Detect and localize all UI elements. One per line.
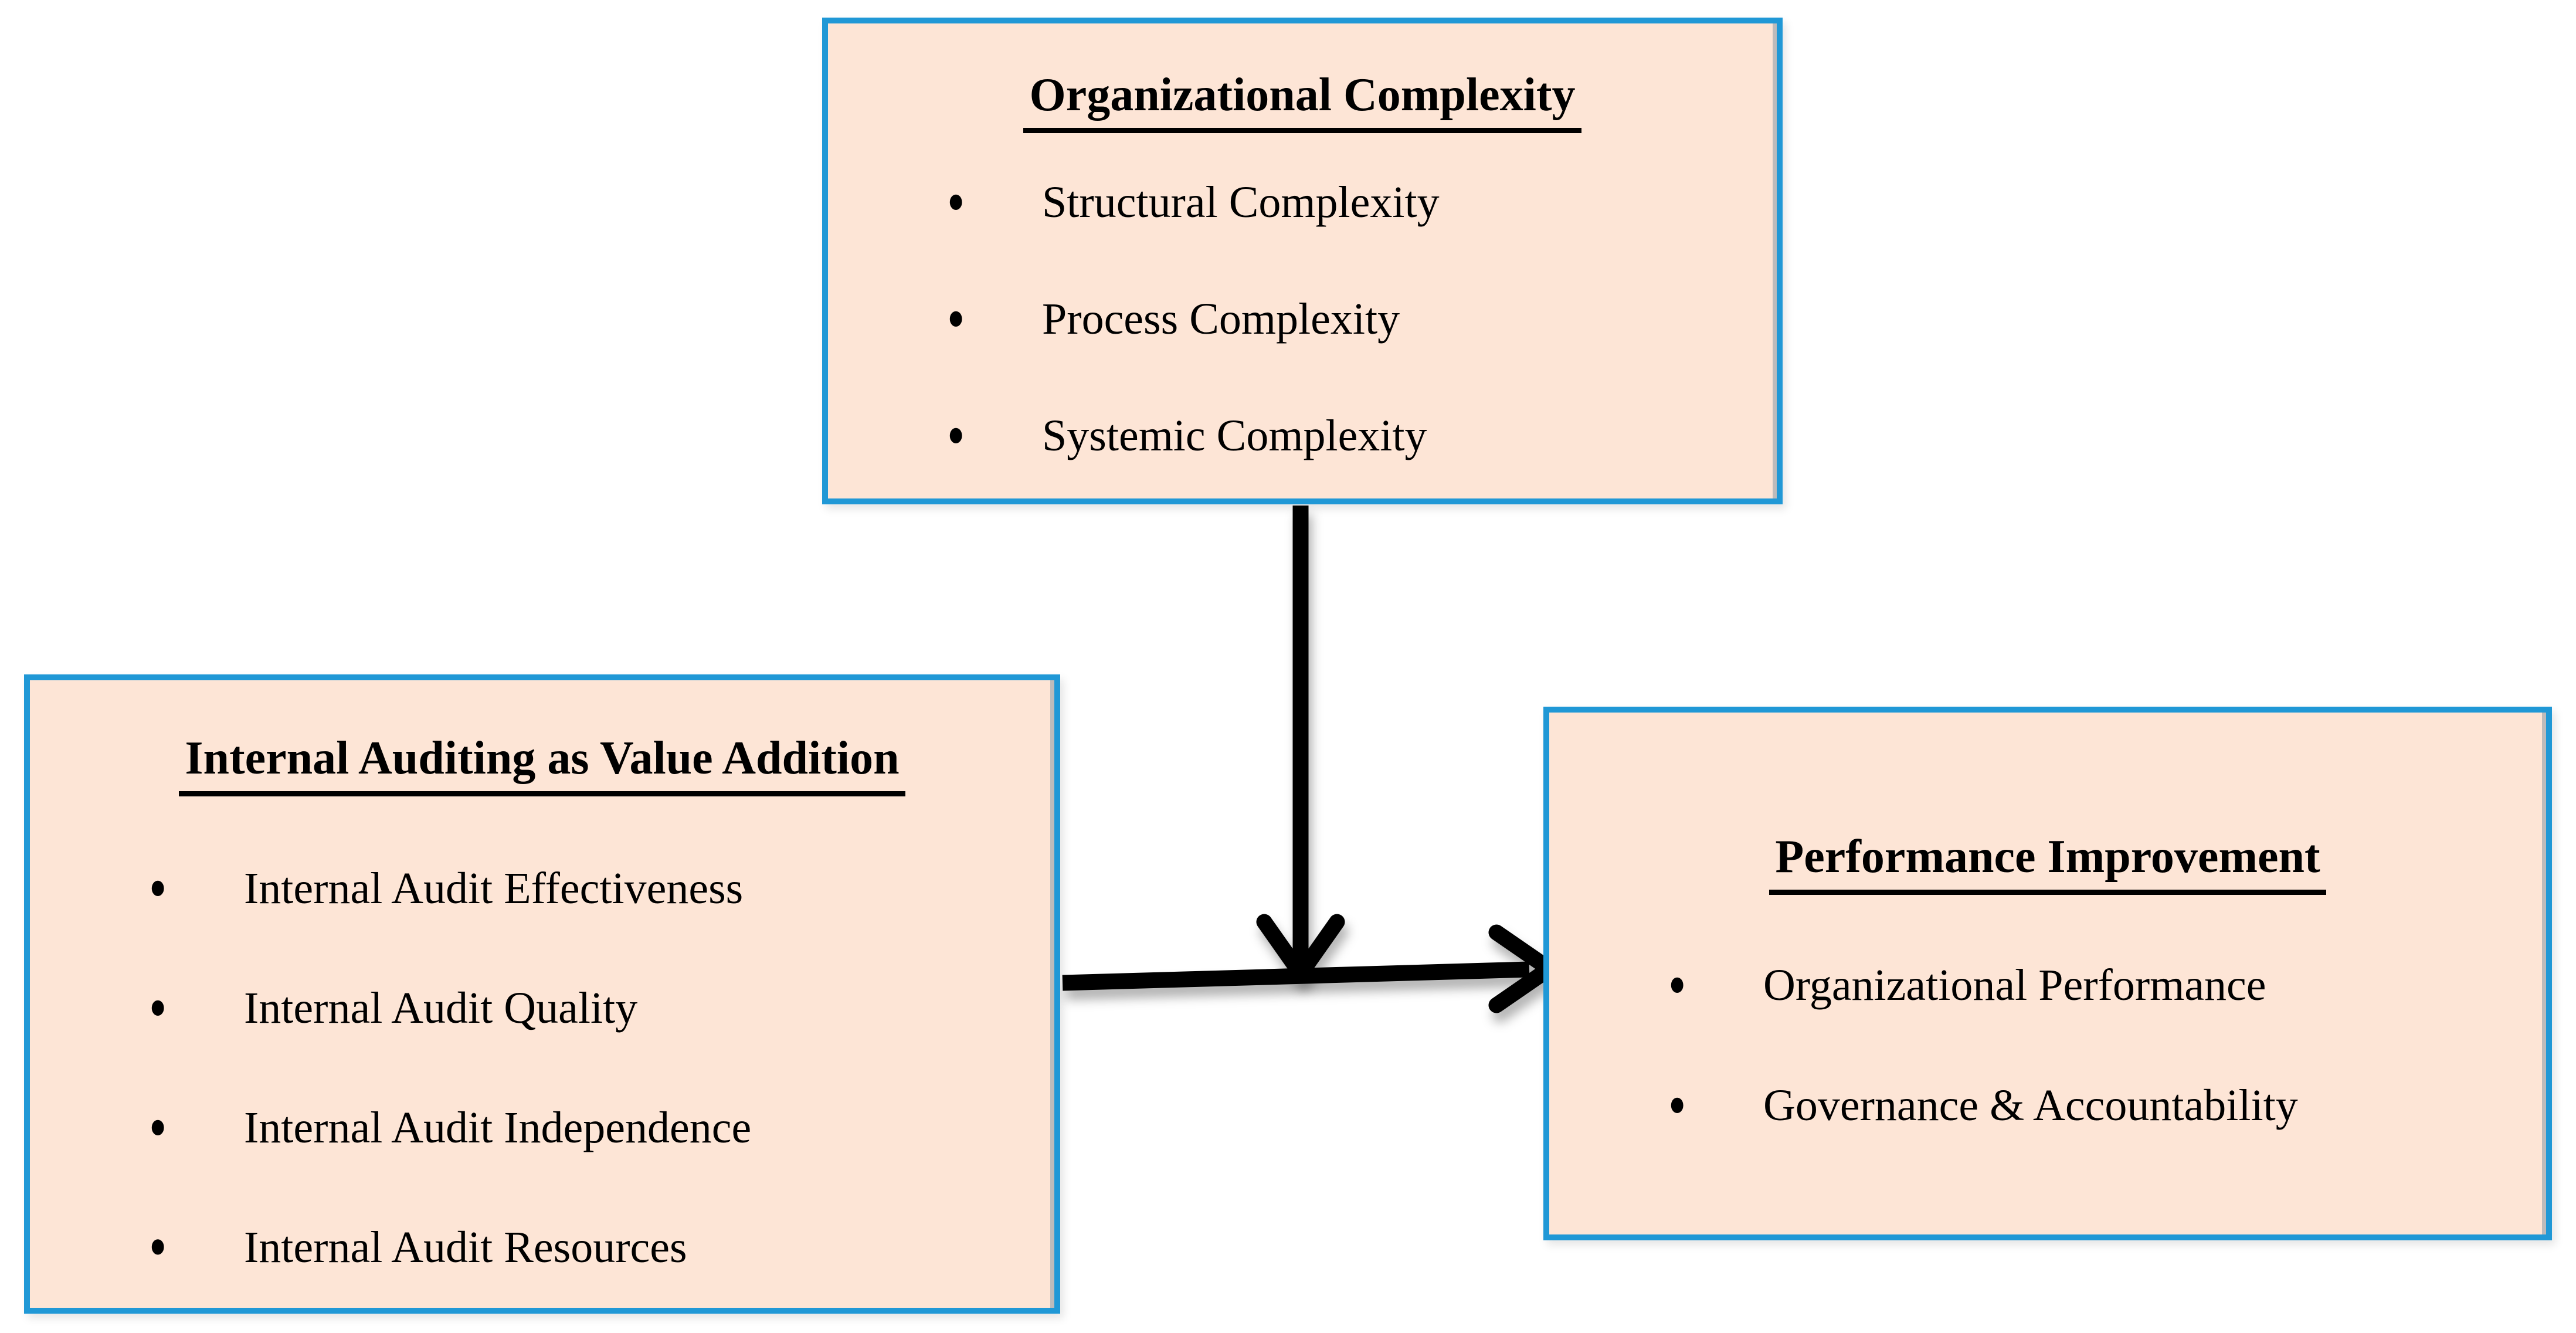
down-arrow: [1256, 506, 1345, 982]
bullet-label: Structural Complexity: [1042, 178, 1440, 227]
bullet-dot-icon: •: [946, 167, 965, 238]
box-title-text: Organizational Complexity: [1023, 67, 1581, 133]
down-arrow-head-icon: [1256, 914, 1345, 982]
box-internal-auditing: Internal Auditing as Value Addition • In…: [24, 674, 1060, 1314]
bullet-item: • Internal Audit Effectiveness: [30, 853, 1054, 924]
bullet-item: • Internal Audit Quality: [30, 972, 1054, 1044]
box-organizational-complexity: Organizational Complexity • Structural C…: [822, 18, 1783, 504]
bullet-item: • Governance & Accountability: [1549, 1070, 2546, 1141]
right-arrow-head-icon: [1488, 924, 1557, 1013]
bullet-dot-icon: •: [148, 853, 167, 924]
bullet-label: Internal Audit Effectiveness: [244, 864, 744, 913]
bullet-label: Internal Audit Independence: [244, 1103, 752, 1152]
bullet-dot-icon: •: [148, 972, 167, 1044]
bullet-label: Governance & Accountability: [1763, 1081, 2298, 1130]
box-performance-improvement: Performance Improvement • Organizational…: [1543, 707, 2552, 1240]
box-title-text: Performance Improvement: [1769, 829, 2326, 895]
bullet-dot-icon: •: [148, 1212, 167, 1283]
box-title: Internal Auditing as Value Addition: [30, 730, 1054, 796]
box-title: Performance Improvement: [1549, 829, 2546, 895]
bullet-dot-icon: •: [148, 1092, 167, 1164]
bullet-dot-icon: •: [1668, 949, 1686, 1021]
bullet-dot-icon: •: [946, 400, 965, 472]
bullet-label: Internal Audit Quality: [244, 983, 638, 1033]
bullet-label: Organizational Performance: [1763, 961, 2266, 1010]
bullet-dot-icon: •: [946, 283, 965, 355]
bullet-item: • Process Complexity: [828, 283, 1777, 355]
bullet-item: • Internal Audit Independence: [30, 1092, 1054, 1164]
bullet-label: Process Complexity: [1042, 294, 1400, 344]
bullet-item: • Organizational Performance: [1549, 949, 2546, 1021]
box-title: Organizational Complexity: [828, 67, 1777, 133]
right-arrow-shaft: [1062, 961, 1530, 991]
bullet-item: • Structural Complexity: [828, 167, 1777, 238]
bullet-dot-icon: •: [1668, 1070, 1686, 1141]
bullet-label: Internal Audit Resources: [244, 1223, 687, 1272]
bullet-label: Systemic Complexity: [1042, 411, 1427, 460]
bullet-list: • Structural Complexity • Process Comple…: [828, 167, 1777, 472]
bullet-list: • Internal Audit Effectiveness • Interna…: [30, 853, 1054, 1283]
bullet-list: • Organizational Performance • Governanc…: [1549, 949, 2546, 1141]
right-arrow: [1062, 924, 1557, 1013]
bullet-item: • Systemic Complexity: [828, 400, 1777, 472]
box-title-text: Internal Auditing as Value Addition: [179, 730, 905, 796]
bullet-item: • Internal Audit Resources: [30, 1212, 1054, 1283]
